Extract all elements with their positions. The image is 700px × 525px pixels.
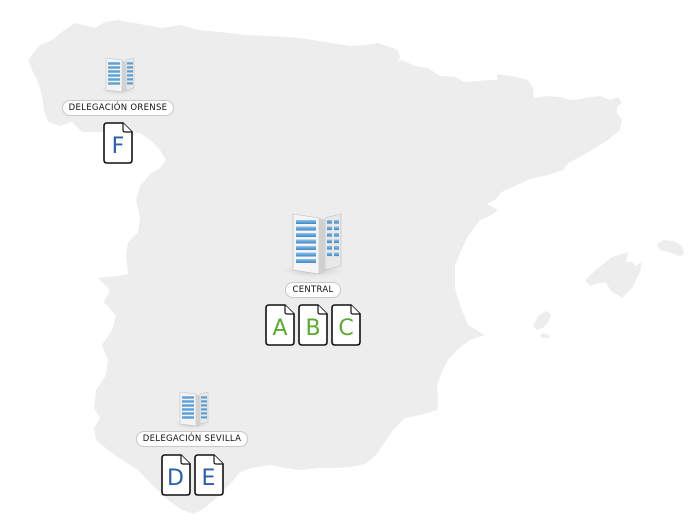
office-building-icon[interactable] — [273, 208, 353, 280]
document-letter: D — [167, 466, 184, 491]
office-building-icon[interactable] — [96, 54, 140, 96]
document-letter: E — [201, 466, 216, 491]
site-central: CENTRAL A B C — [253, 208, 373, 346]
document-icon-e[interactable]: E — [193, 454, 224, 496]
site-label[interactable]: DELEGACIÓN ORENSE — [61, 100, 175, 116]
island-formentera — [540, 333, 550, 338]
document-letter: A — [272, 316, 288, 341]
island-menorca — [657, 240, 684, 256]
island-ibiza — [533, 311, 551, 330]
site-label[interactable]: DELEGACIÓN SEVILLA — [135, 431, 249, 447]
document-letter: F — [111, 134, 125, 159]
document-icon-f[interactable]: F — [103, 122, 133, 164]
document-letter: C — [338, 316, 354, 341]
island-mallorca — [585, 252, 642, 298]
document-group: F — [103, 122, 133, 164]
document-group: D E — [160, 454, 224, 496]
document-icon-c[interactable]: C — [331, 304, 361, 346]
document-group: A B C — [265, 304, 361, 346]
document-letter: B — [305, 316, 321, 341]
site-label[interactable]: CENTRAL — [285, 282, 341, 298]
office-building-icon[interactable] — [170, 388, 214, 430]
document-icon-a[interactable]: A — [265, 304, 295, 346]
document-icon-b[interactable]: B — [298, 304, 328, 346]
site-delegacion-sevilla: DELEGACIÓN SEVILLA D E — [132, 388, 252, 496]
document-icon-d[interactable]: D — [160, 454, 191, 496]
site-delegacion-orense: DELEGACIÓN ORENSE F — [58, 54, 178, 164]
